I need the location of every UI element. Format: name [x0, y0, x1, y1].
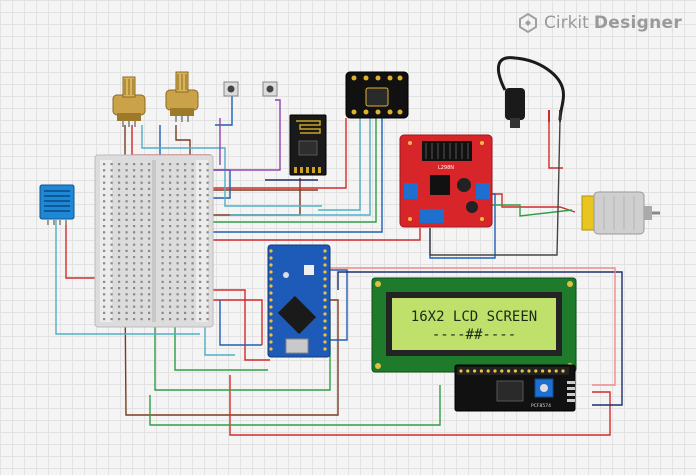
wire-red-3[interactable] [205, 228, 421, 241]
esp01-wifi-module[interactable] [289, 114, 327, 176]
dht-sensor[interactable] [39, 184, 75, 225]
dc-power-jack[interactable] [496, 56, 565, 128]
potentiometer-1[interactable] [112, 76, 146, 127]
wire-teal-3[interactable] [230, 118, 371, 216]
wire-red-7[interactable] [548, 120, 563, 169]
l298n-motor-driver[interactable]: L298N [399, 134, 493, 228]
driver-label: L298N [438, 165, 454, 171]
product-name: Designer [593, 13, 682, 33]
wire-green-2[interactable] [205, 118, 377, 223]
cirkit-logo-icon [519, 12, 537, 34]
lcd-line-1: 16X2 LCD SCREEN [411, 309, 537, 325]
push-button-2[interactable] [262, 81, 278, 97]
wire-red-4[interactable] [205, 299, 263, 345]
dc-motor[interactable] [581, 191, 660, 235]
arduino-nano[interactable] [267, 244, 331, 358]
potentiometer-2[interactable] [165, 71, 199, 122]
wire-teal-5[interactable] [318, 118, 361, 211]
wire-red-5[interactable] [229, 375, 611, 436]
pulse-sensor-module[interactable] [345, 71, 409, 119]
lcd-16x2[interactable]: 16X2 LCD SCREEN ----##---- [371, 277, 577, 373]
i2c-lcd-backpack[interactable]: PCF8574 [454, 364, 576, 412]
wire-blue-4[interactable] [330, 269, 348, 341]
wire-red-6[interactable] [205, 289, 270, 361]
breadboard-holes [103, 163, 209, 321]
i2c-label: PCF8574 [531, 403, 551, 409]
brand-name: Cirkit [544, 13, 589, 33]
breadboard[interactable] [94, 154, 214, 328]
wire-green-5[interactable] [149, 385, 441, 426]
lcd-line-2: ----##---- [432, 327, 516, 343]
wire-navy-1[interactable] [337, 271, 623, 406]
push-button-1[interactable] [223, 81, 239, 97]
wire-purple-1[interactable] [200, 99, 281, 171]
wire-teal-1[interactable] [141, 125, 322, 207]
wire-dc-ground[interactable] [429, 119, 561, 256]
wire-green-4[interactable] [490, 204, 573, 217]
cirkit-logo: Cirkit Designer [517, 12, 682, 34]
wire-red-8[interactable] [490, 193, 576, 213]
wire-teal-2[interactable] [55, 220, 200, 335]
wire-blue-3[interactable] [219, 300, 262, 346]
wire-brown-2[interactable] [175, 125, 318, 191]
